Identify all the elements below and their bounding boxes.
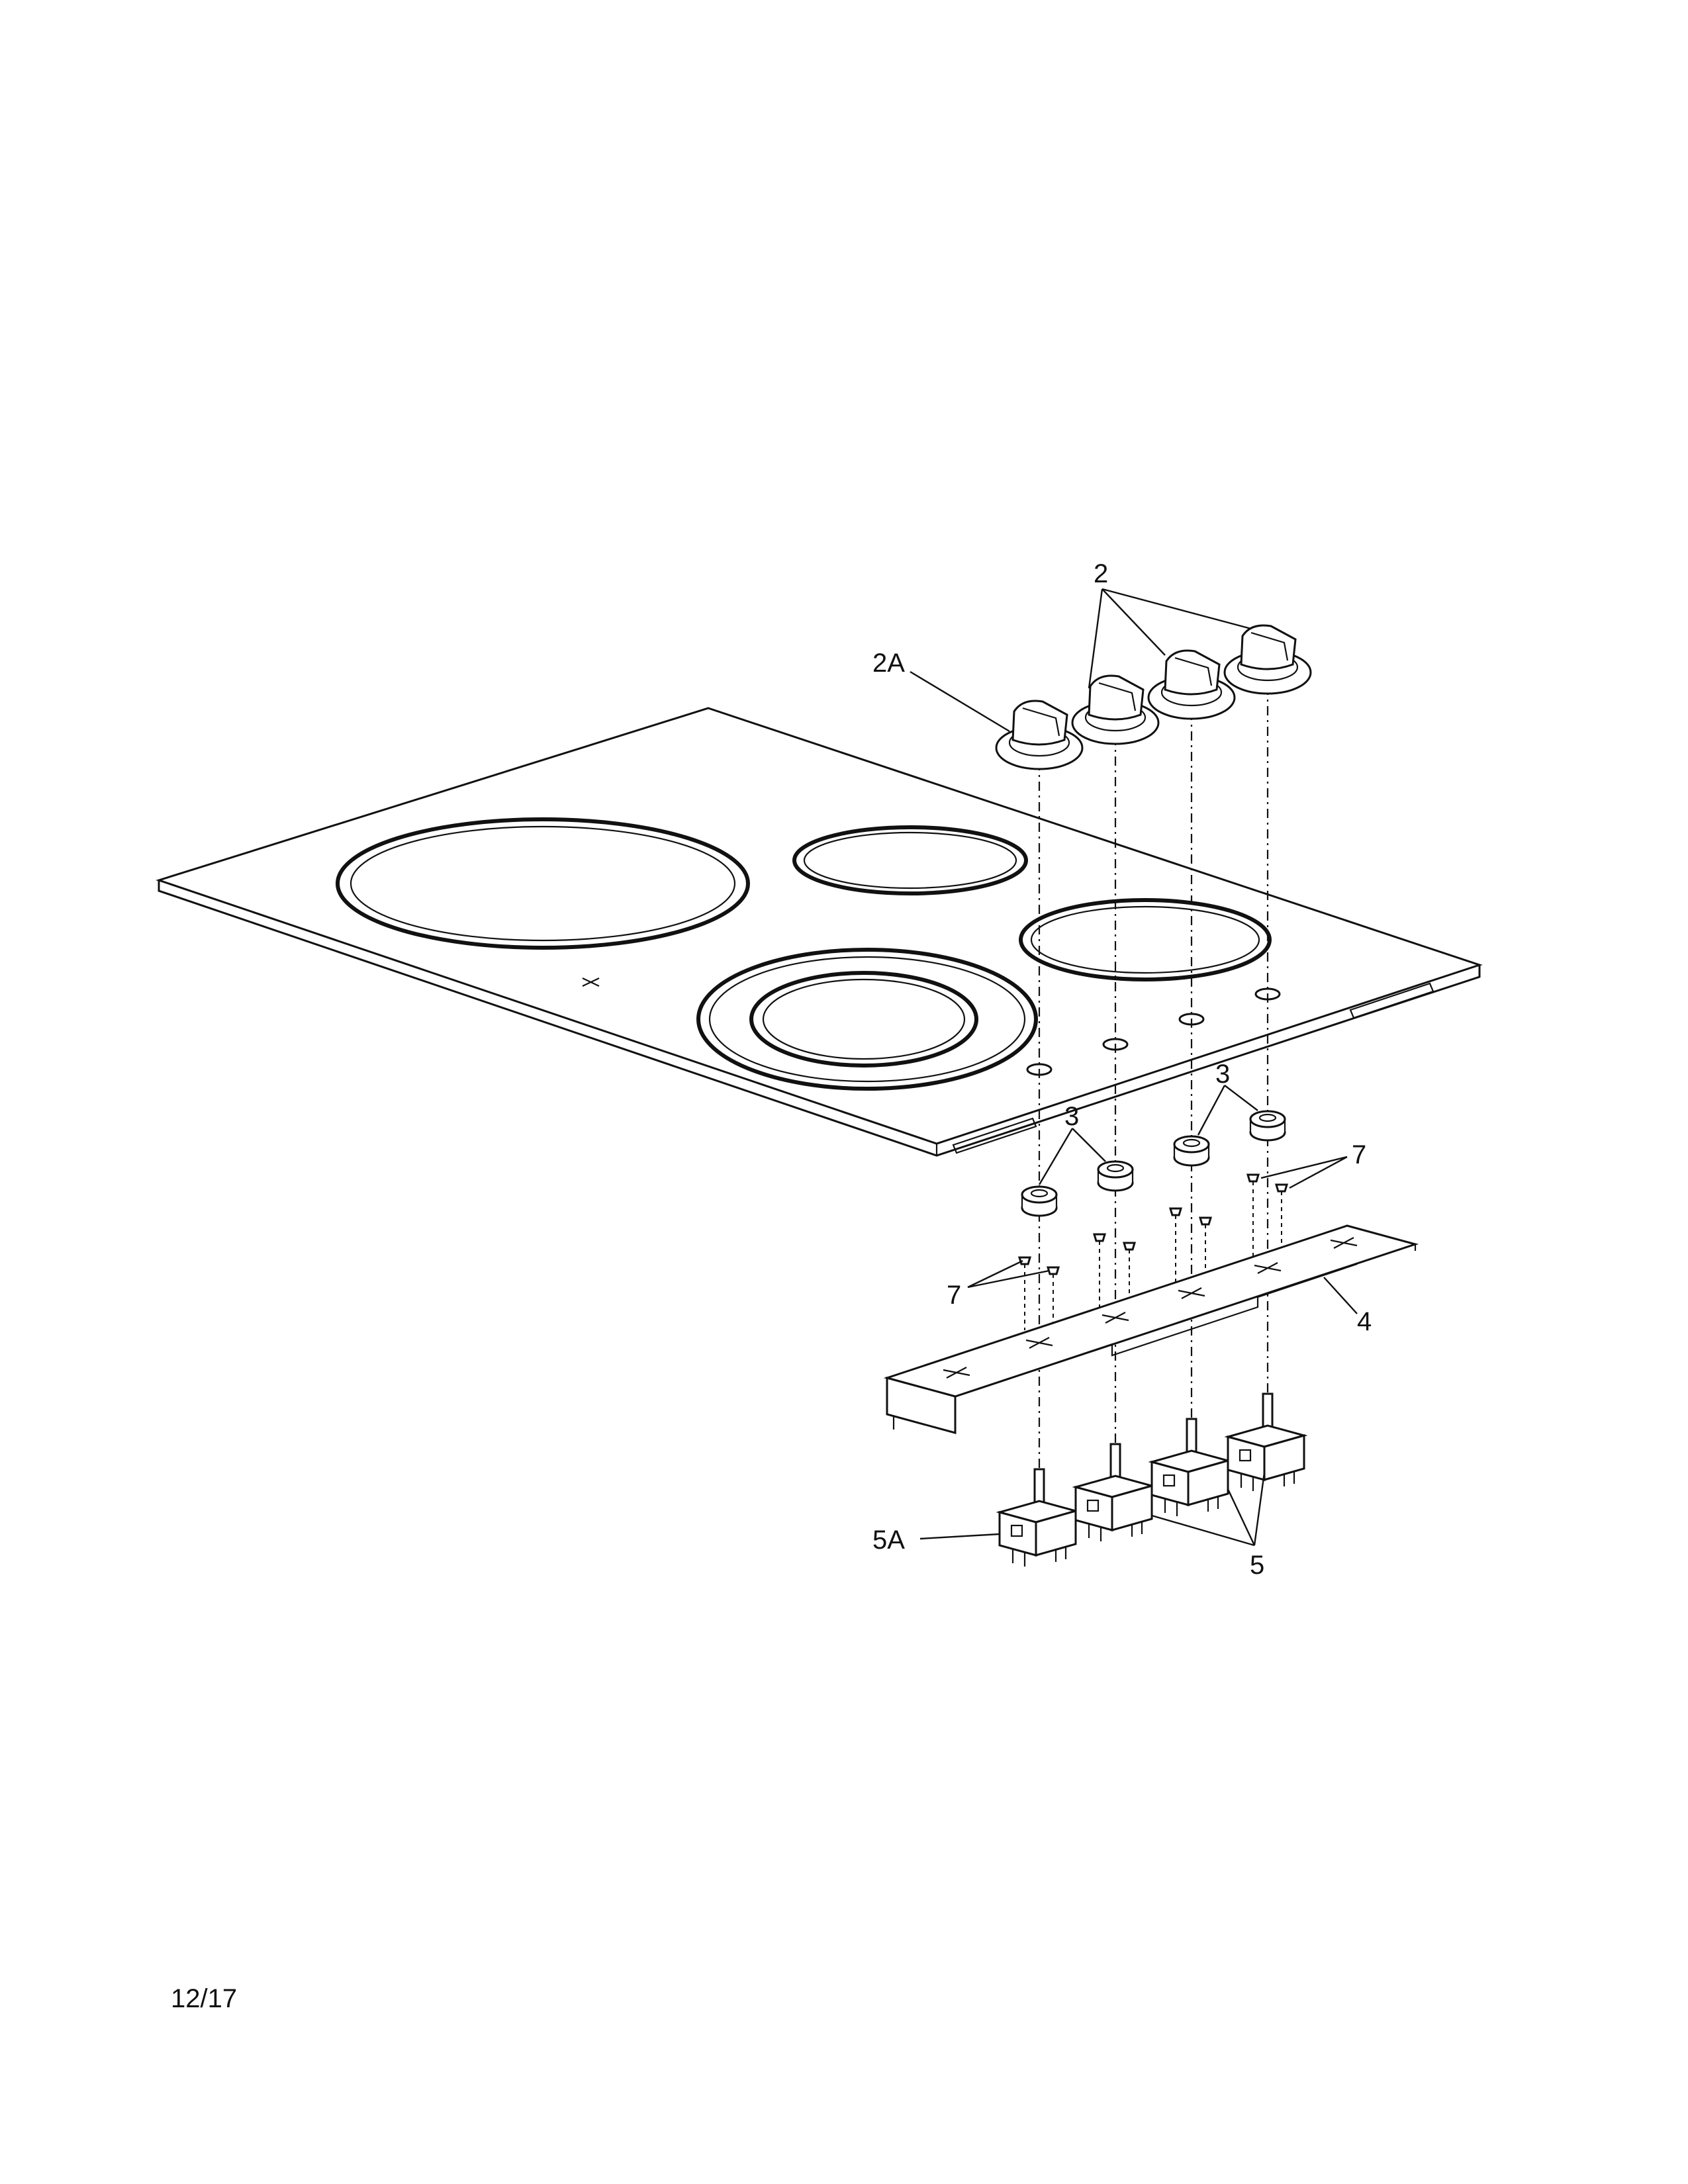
grommet-3 [1173,1135,1210,1167]
switch-5a [996,1468,1080,1567]
knob-2-c [1223,624,1312,695]
burner-rear-right [792,825,1028,895]
switch-5-b [1148,1418,1232,1516]
burner-front-right [1019,898,1272,981]
mounting-bracket [883,1224,1419,1434]
burner-front-center-dual [696,948,1038,1091]
callout-screw-right: 7 [1352,1140,1366,1169]
callout-switch: 5 [1250,1551,1264,1580]
grommet-2 [1097,1160,1134,1192]
callout-screw-left: 7 [947,1281,961,1310]
knob-2-b [1147,649,1236,720]
knob-2a [995,700,1084,770]
callout-bracket: 4 [1357,1307,1372,1336]
callout-grommet-right: 3 [1215,1060,1230,1089]
cooktop-glass [156,707,1483,1157]
control-holes [1026,987,1281,1076]
grommet-1 [1021,1185,1058,1217]
grommet-4 [1249,1110,1286,1142]
callout-knob-alt: 2A [872,649,905,678]
knob-2-a [1071,674,1160,745]
footer-date: 12/17 [171,1984,238,2013]
switch-5-c [1224,1392,1308,1491]
callout-switch-alt: 5A [872,1525,905,1555]
callout-knob: 2 [1094,559,1108,588]
burner-rear-left [336,817,750,950]
callout-grommet-left: 3 [1064,1102,1079,1131]
switch-5-a [1072,1443,1156,1541]
leader-lines [910,588,1358,1547]
